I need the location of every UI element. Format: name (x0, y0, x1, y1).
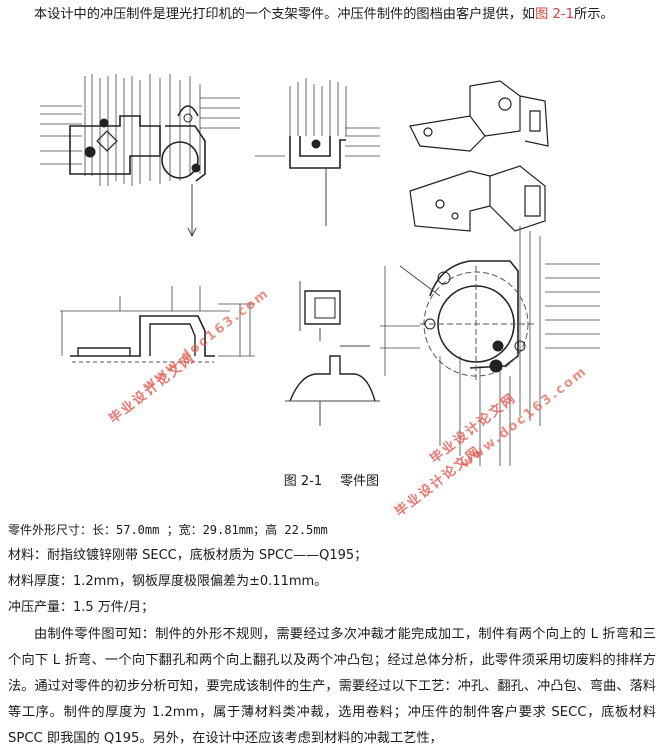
figure-link[interactable]: 图 2-1 (535, 7, 575, 22)
intro-text: 本设计中的冲压制件是理光打印机的一个支架零件。冲压件制件的图档由客户提供，如 (34, 7, 536, 22)
front-elevation (60, 286, 255, 363)
isometric-view-top (409, 80, 549, 232)
spec-list: 零件外形尺寸：长：57.0mm ；宽：29.81mm；高 22.5mm 材料：耐… (8, 517, 367, 621)
spec-size: 零件外形尺寸：长：57.0mm ；宽：29.81mm；高 22.5mm (8, 523, 328, 537)
section-views (285, 281, 380, 426)
side-view (255, 78, 380, 226)
intro-paragraph: 本设计中的冲压制件是理光打印机的一个支架零件。冲压件制件的图档由客户提供，如图 … (8, 2, 656, 27)
spec-thickness: 材料厚度：1.2mm，钢板厚度极限偏差为±0.11mm。 (8, 574, 328, 589)
caption-number: 图 2-1 (283, 474, 323, 489)
part-drawing (40, 74, 600, 466)
figure-caption: 图 2-1 零件图 (0, 470, 663, 489)
analysis-paragraph: 由制件零件图可知：制件的外形不规则，需要经过多次冲裁才能完成加工，制件有两个向上… (8, 627, 656, 746)
spec-output: 冲压产量：1.5 万件/月； (8, 600, 155, 615)
caption-label: 零件图 (340, 474, 380, 489)
intro-tail: 所示。 (574, 7, 614, 22)
plan-view (40, 74, 240, 238)
detail-view (380, 226, 600, 466)
part-drawing-figure (0, 56, 663, 496)
spec-material: 材料：耐指纹镀锌刚带 SECC，底板材质为 SPCC——Q195； (8, 548, 368, 563)
